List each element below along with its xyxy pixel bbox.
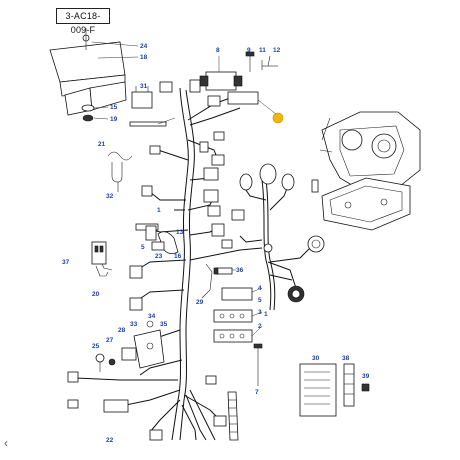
fuse-panels [213, 287, 263, 343]
fuse-strip-36 [201, 263, 236, 299]
relay-bracket [95, 320, 165, 372]
part-label-39: 39 [362, 373, 370, 380]
switch-assembly [199, 56, 243, 91]
part-label-9: 9 [247, 47, 251, 54]
part-label-19: 19 [110, 116, 118, 123]
part-label-2: 2 [258, 323, 262, 330]
part-label-11: 11 [259, 47, 266, 54]
bolt-7 [253, 343, 263, 386]
screws-9-11-12 [245, 51, 278, 72]
part-label-28: 28 [118, 327, 126, 334]
part-label-21: 21 [98, 141, 106, 148]
part-label-38: 38 [342, 355, 350, 362]
part-label-27: 27 [106, 337, 114, 344]
part-label-15: 15 [110, 104, 118, 111]
highlight-marker-icon [272, 112, 284, 124]
part-label-12: 12 [273, 47, 281, 54]
part-label-13: 13 [176, 229, 184, 236]
part-label-25: 25 [92, 343, 100, 350]
part-label-5: 5 [141, 244, 145, 251]
highlighted-item [257, 99, 284, 124]
part-label-35: 35 [160, 321, 168, 328]
part-label-4: 4 [258, 285, 262, 292]
round-sensors [239, 163, 325, 303]
clips-21-32 [107, 151, 133, 192]
right-harness [239, 179, 315, 311]
decals [299, 363, 370, 417]
part-number-labels: 24 18 15 19 31 8 9 11 12 21 32 1 5 23 16… [62, 43, 370, 444]
part-label-1b: 1 [264, 311, 268, 318]
part-label-7: 7 [255, 389, 259, 396]
transmission-housing [311, 111, 421, 231]
part-label-37: 37 [62, 259, 70, 266]
harness-plugs-13-16-23 [145, 225, 179, 254]
part-label-32: 32 [106, 193, 114, 200]
part-label-20: 20 [92, 291, 100, 298]
relay-module [129, 86, 176, 127]
part-label-1: 1 [157, 207, 161, 214]
part-label-29: 29 [196, 299, 204, 306]
part-label-3: 3 [258, 309, 262, 316]
part-label-30: 30 [312, 355, 320, 362]
part-label-36: 36 [236, 267, 244, 274]
part-label-5b: 5 [258, 297, 262, 304]
washer-set [81, 104, 109, 122]
back-chevron-icon[interactable]: ‹ [4, 436, 8, 450]
conduit-tube [227, 391, 239, 441]
part-label-33: 33 [130, 321, 138, 328]
part-label-18: 18 [140, 54, 148, 61]
part-label-23: 23 [155, 253, 163, 260]
part-label-34: 34 [148, 313, 156, 320]
part-label-16: 16 [174, 253, 182, 260]
switch-block-37 [91, 241, 113, 277]
diagram-reference-code: 3-AC18-009-F [56, 8, 110, 35]
mounting-bracket [49, 28, 139, 116]
part-label-8: 8 [216, 47, 220, 54]
part-label-22: 22 [106, 437, 114, 444]
part-label-24: 24 [140, 43, 148, 50]
part-label-31: 31 [140, 83, 148, 90]
